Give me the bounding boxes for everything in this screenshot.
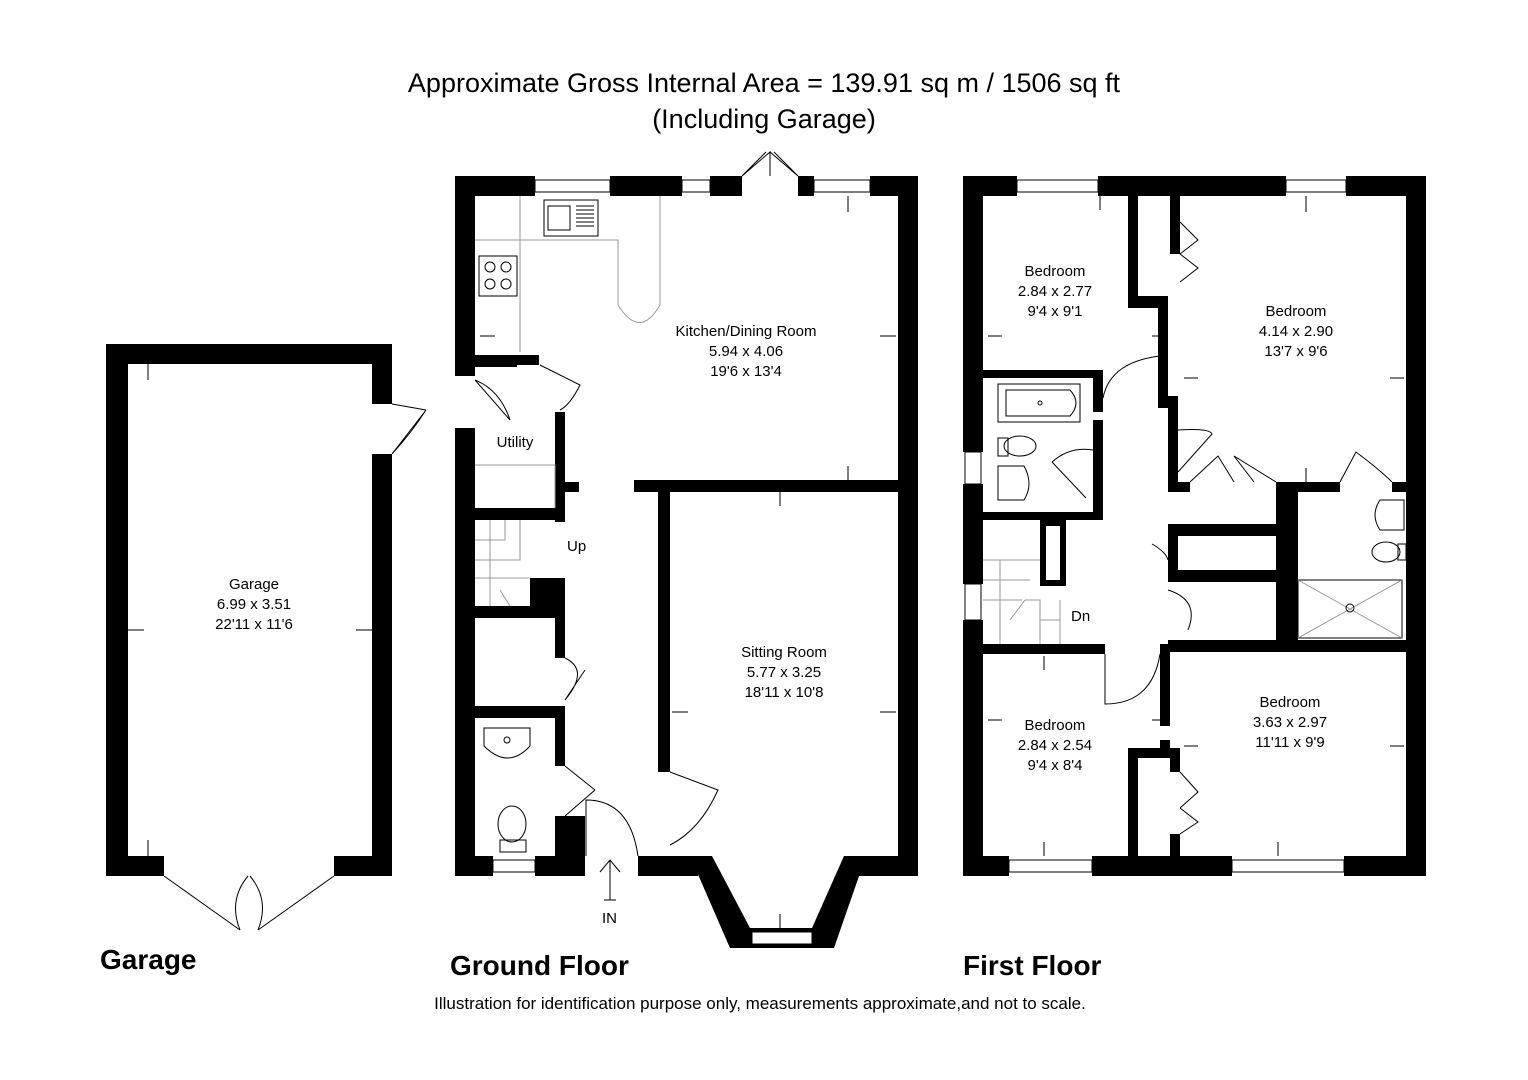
room-label-sitting-room: Sitting Room 5.77 x 3.25 18'11 x 10'8 [741, 643, 827, 703]
room-imperial: 9'4 x 8'4 [1027, 757, 1083, 774]
disclaimer: Illustration for identification purpose … [434, 994, 1086, 1013]
room-name: Garage [228, 576, 280, 593]
room-label-garage: Garage 6.99 x 3.51 22'11 x 11'6 [215, 575, 293, 635]
stairs-up-label: Up [567, 538, 587, 555]
room-imperial: 9'4 x 9'1 [1027, 303, 1083, 320]
room-metric: 2.84 x 2.54 [1017, 737, 1093, 754]
stairs-down-label: Dn [1071, 608, 1091, 625]
first-floor-walls [963, 176, 1426, 876]
room-metric: 2.84 x 2.77 [1017, 283, 1093, 300]
entrance-label: IN [602, 910, 617, 927]
room-label-bedroom-2: Bedroom 4.14 x 2.90 13'7 x 9'6 [1259, 302, 1333, 362]
area-subtitle: (Including Garage) [652, 104, 876, 134]
room-name: Bedroom [1024, 263, 1086, 280]
room-imperial: 13'7 x 9'6 [1264, 343, 1328, 360]
room-imperial: 19'6 x 13'4 [710, 363, 782, 380]
ground-floor-dimension-arrows [128, 196, 896, 928]
room-name: Kitchen/Dining Room [675, 323, 817, 340]
room-imperial: 22'11 x 11'6 [215, 616, 293, 633]
floor-title-first: First Floor [963, 950, 1102, 981]
room-label-bedroom-3: Bedroom 2.84 x 2.54 9'4 x 8'4 [1018, 716, 1092, 776]
room-name: Utility [496, 434, 534, 451]
room-name: Bedroom [1024, 717, 1086, 734]
ground-floor-windows [492, 179, 871, 945]
floor-title-ground: Ground Floor [450, 950, 629, 981]
room-metric: 6.99 x 3.51 [216, 596, 292, 613]
garage-doors [163, 403, 427, 931]
floor-title-garage: Garage [100, 944, 197, 975]
room-name: Bedroom [1265, 303, 1327, 320]
room-name: Bedroom [1259, 694, 1321, 711]
ground-floor-fittings [474, 150, 799, 901]
room-name: Sitting Room [741, 644, 827, 661]
first-floor-fittings [983, 196, 1407, 856]
garage-walls [106, 344, 392, 876]
room-label-bedroom-4: Bedroom 3.63 x 2.97 11'11 x 9'9 [1253, 693, 1327, 753]
room-metric: 4.14 x 2.90 [1258, 323, 1334, 340]
first-floor-windows [964, 179, 1347, 873]
area-title: Approximate Gross Internal Area = 139.91… [407, 68, 1121, 98]
room-metric: 5.77 x 3.25 [746, 664, 822, 681]
room-label-kitchen: Kitchen/Dining Room 5.94 x 4.06 19'6 x 1… [676, 322, 817, 382]
room-imperial: 18'11 x 10'8 [744, 684, 824, 701]
room-label-utility: Utility [497, 433, 534, 453]
room-label-bedroom-1: Bedroom 2.84 x 2.77 9'4 x 9'1 [1018, 262, 1092, 322]
room-imperial: 11'11 x 9'9 [1255, 734, 1325, 751]
room-metric: 3.63 x 2.97 [1252, 714, 1328, 731]
room-metric: 5.94 x 4.06 [708, 343, 784, 360]
